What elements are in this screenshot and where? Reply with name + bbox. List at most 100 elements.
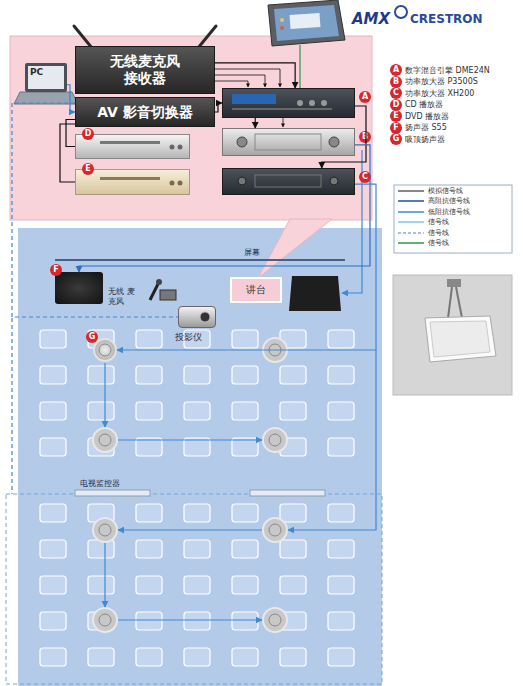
laptop-base <box>14 92 78 104</box>
desk <box>328 504 354 522</box>
desk <box>40 330 66 348</box>
node-text: 讲台 <box>246 283 266 297</box>
ceiling-speaker <box>93 518 117 542</box>
speaker-photo <box>393 275 512 395</box>
desk <box>280 504 306 522</box>
desk <box>136 504 162 522</box>
legend-text: 信号线 <box>428 228 449 238</box>
desk <box>136 402 162 420</box>
touch-panel <box>268 0 345 46</box>
legend-row: EDVD 播放器 <box>390 110 449 122</box>
label: 电视监控器 <box>80 478 120 489</box>
desk <box>184 402 210 420</box>
desk <box>232 648 258 666</box>
connector <box>79 145 370 272</box>
desk <box>232 366 258 384</box>
desk <box>232 330 258 348</box>
desk <box>328 540 354 558</box>
desk <box>184 366 210 384</box>
legend-row: 信号线 <box>398 228 449 238</box>
legend-line-sample <box>398 197 424 205</box>
callout-number: F <box>50 264 62 276</box>
callout-number: D <box>82 128 94 140</box>
device-node: E <box>75 169 190 195</box>
desk <box>40 366 66 384</box>
legend-line-sample <box>398 208 424 216</box>
desk <box>328 366 354 384</box>
node-text: PC <box>30 67 43 77</box>
device-node: 讲台 <box>230 277 282 303</box>
desk <box>232 540 258 558</box>
desk <box>328 576 354 594</box>
control-room-area <box>10 36 372 220</box>
legend-marker: E <box>390 110 402 122</box>
device-node: PC <box>25 63 67 92</box>
desk <box>328 648 354 666</box>
desk <box>136 540 162 558</box>
device-node: AV 影音切换器 <box>75 97 215 127</box>
ceiling-speaker <box>263 338 287 362</box>
desk <box>328 438 354 456</box>
desk <box>328 402 354 420</box>
desk <box>136 576 162 594</box>
callout-number: G <box>86 331 98 343</box>
legend-text: 吸顶扬声器 <box>405 134 445 145</box>
callout-number: C <box>359 171 371 183</box>
legend-row: 模拟信号线 <box>398 186 463 196</box>
connector <box>215 103 222 112</box>
line-legend-box <box>394 185 512 253</box>
callout-pointer <box>258 219 332 278</box>
desk <box>40 612 66 630</box>
desk <box>88 402 114 420</box>
callout-number: B <box>359 131 371 143</box>
desk <box>232 576 258 594</box>
legend-marker: C <box>390 87 402 99</box>
desk <box>136 330 162 348</box>
legend-text: 扬声器 S55 <box>405 122 447 133</box>
legend-text: 功率放大器 XH200 <box>405 88 474 99</box>
label: AMX <box>352 10 390 28</box>
device-node: G <box>93 338 117 362</box>
tv-monitor <box>75 490 150 496</box>
hall-area <box>18 228 382 686</box>
connector <box>215 63 295 88</box>
device-node: D <box>75 134 190 159</box>
desk <box>88 366 114 384</box>
ceiling-speaker <box>93 428 117 452</box>
legend-text: 信号线 <box>428 238 449 248</box>
connector <box>66 120 75 147</box>
desk <box>184 648 210 666</box>
ceiling-speaker <box>93 608 117 632</box>
logo-mark <box>395 6 407 18</box>
legend-row: F扬声器 S55 <box>390 122 447 134</box>
connector <box>67 85 75 112</box>
node-text: 无线麦克风 接收器 <box>105 53 185 87</box>
desk <box>280 648 306 666</box>
device-node: F <box>55 272 103 304</box>
ceiling-speaker <box>263 608 287 632</box>
device-node: C <box>222 168 355 195</box>
legend-row: G吸顶扬声器 <box>390 133 445 145</box>
legend-line-sample <box>398 239 424 247</box>
desk <box>280 402 306 420</box>
desk <box>40 540 66 558</box>
screen <box>55 259 345 261</box>
legend-marker: G <box>390 133 402 145</box>
callout-number: E <box>82 163 94 175</box>
desk <box>40 648 66 666</box>
desk <box>232 612 258 630</box>
connector <box>255 118 256 128</box>
legend-text: 高阻抗信号线 <box>428 196 470 206</box>
desk <box>232 402 258 420</box>
desk-grid <box>40 330 354 666</box>
desk <box>40 438 66 456</box>
speaker-right <box>289 276 341 311</box>
device-node: B <box>222 128 355 156</box>
desk <box>280 540 306 558</box>
desk <box>184 540 210 558</box>
legend-text: CD 播放器 <box>405 99 443 110</box>
desk <box>40 402 66 420</box>
label: CRESTRON <box>410 12 483 26</box>
connector <box>117 184 376 350</box>
legend-text: 数字混音引擎 DME24N <box>405 65 490 76</box>
